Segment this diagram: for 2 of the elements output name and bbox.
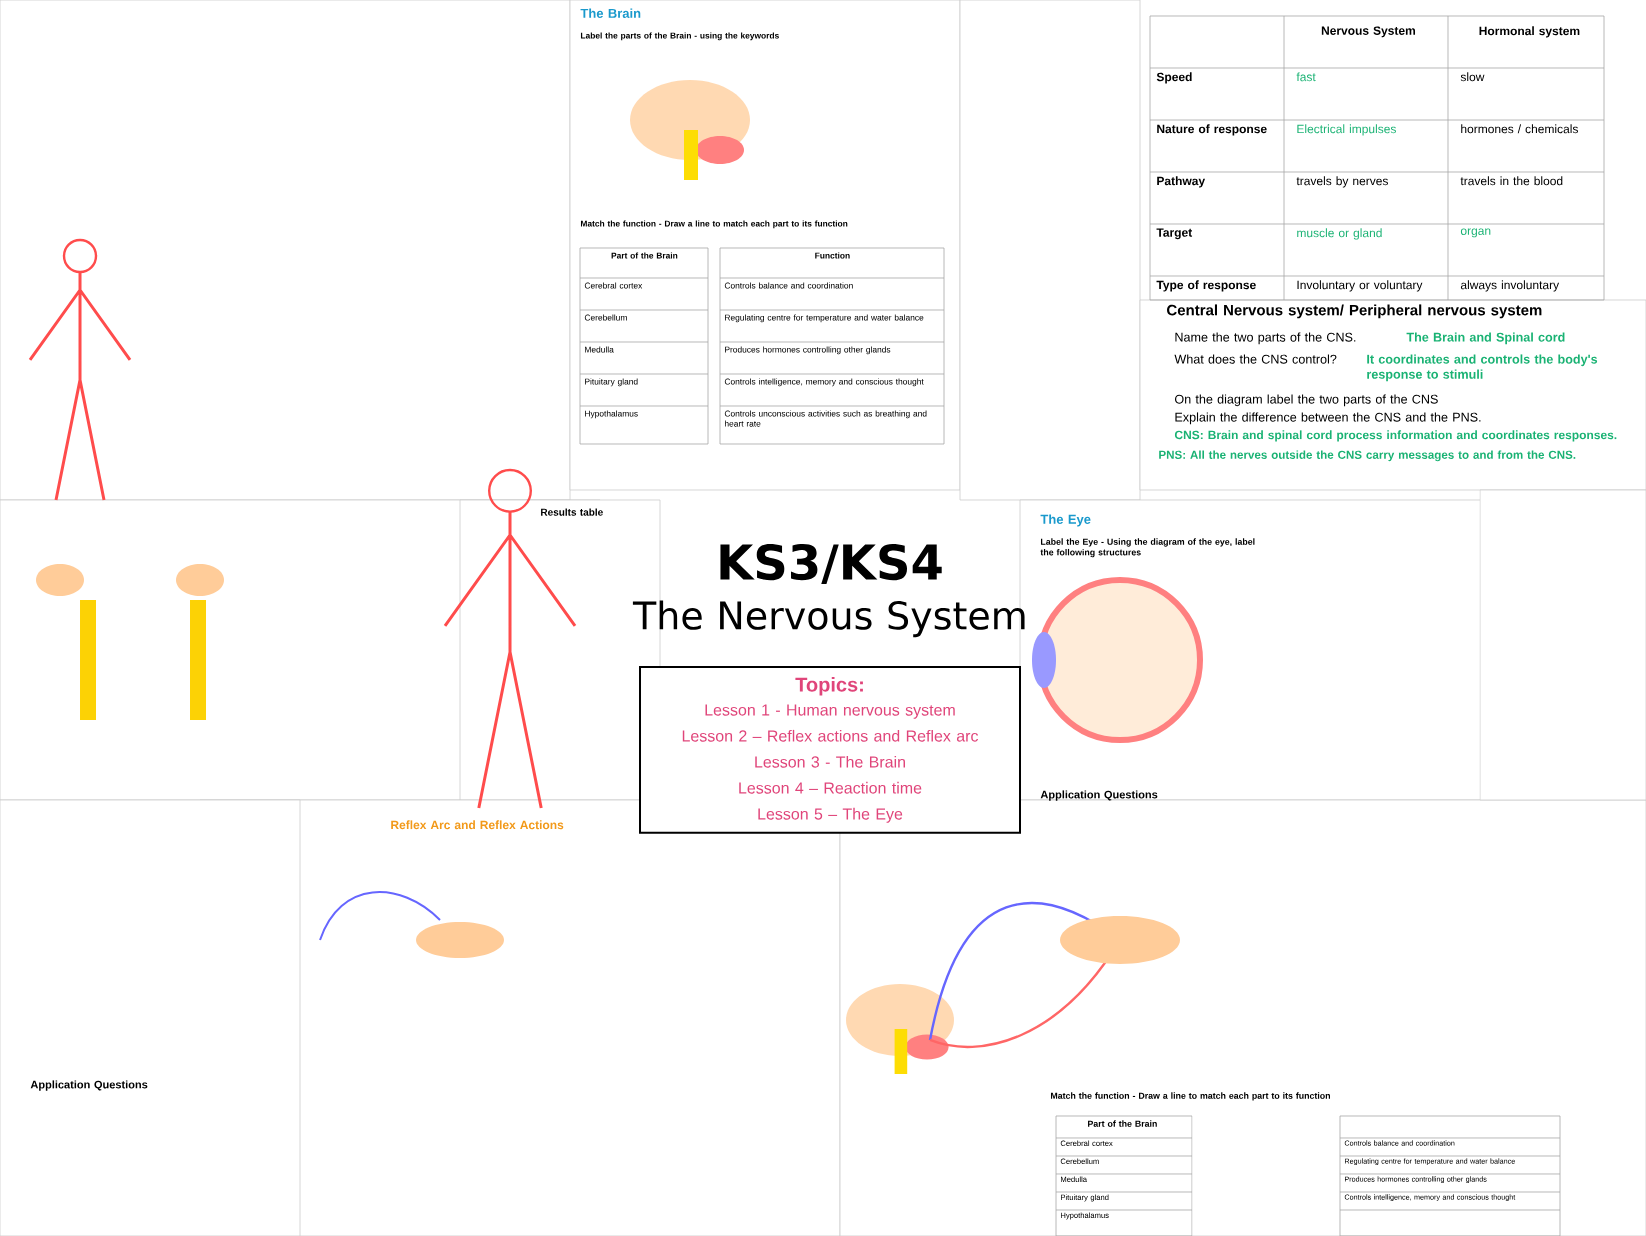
topics-box: Topics: Lesson 1 - Human nervous system Lesson 2 – Reflex actions and Reflex arc Lesson 3 - The Brain Lesson 4 – Reaction time Lesson 5 – The Eye xyxy=(639,666,1021,834)
title: KS3/KS4 xyxy=(720,543,942,585)
